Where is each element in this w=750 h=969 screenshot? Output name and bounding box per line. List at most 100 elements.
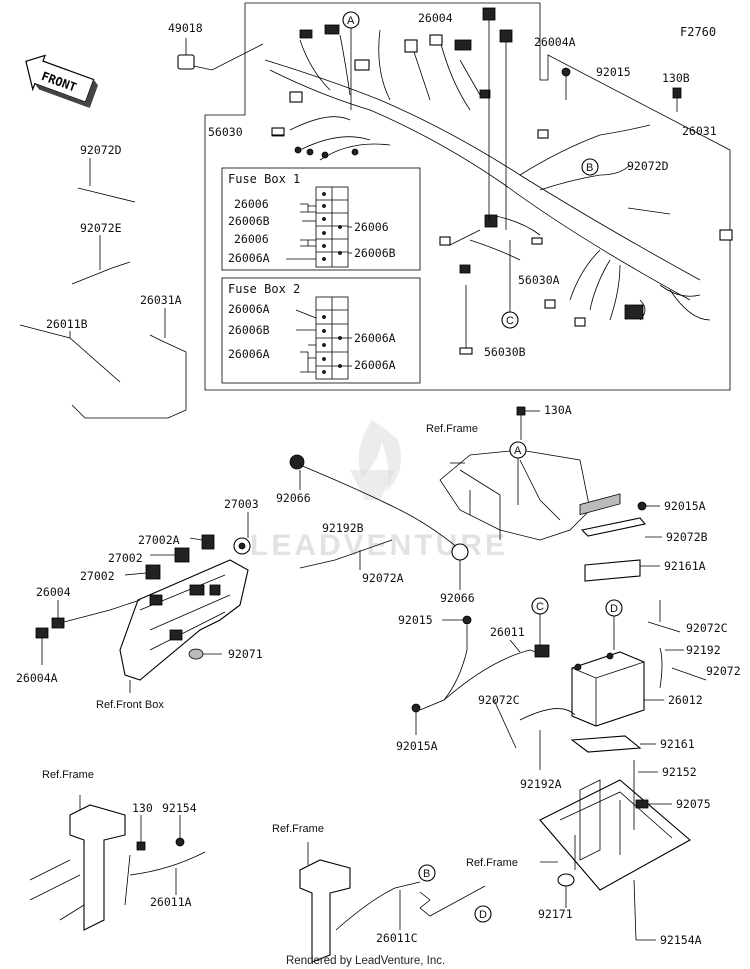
tie-92072D-left	[77, 187, 136, 203]
grommet-92066-top	[289, 454, 305, 470]
front-arrow: FRONT	[25, 54, 98, 108]
fb1-left-3: 26006A	[228, 251, 270, 265]
tag-56030A	[531, 237, 543, 245]
fb2-right-1: 26006A	[354, 358, 396, 372]
fuse-box-1: Fuse Box 1 26006 26006B 26006 26006A 260…	[221, 167, 421, 271]
bolt-130A	[516, 406, 526, 416]
label-92171: 92171	[538, 907, 573, 921]
label-27002A: 27002A	[138, 533, 180, 547]
callout-d-lower-label: D	[479, 909, 487, 921]
label-26004-left: 26004	[36, 585, 71, 599]
fb1-left-1: 26006B	[228, 214, 270, 228]
label-92192B: 92192B	[322, 521, 364, 535]
label-92072B: 92072B	[666, 530, 708, 544]
tie-92072D-right	[627, 207, 671, 215]
label-26031: 26031	[682, 124, 717, 138]
label-92071: 92071	[228, 647, 263, 661]
label-56030: 56030	[208, 125, 243, 139]
label-92154A: 92154A	[660, 933, 702, 947]
tie-92072C-mid	[493, 699, 517, 749]
label-26031A: 26031A	[140, 293, 182, 307]
tube-92192A	[519, 708, 576, 721]
clamp-92171	[557, 873, 575, 887]
watermark-text: LEADVENTURE	[250, 529, 508, 562]
label-92072C-right: 92072C	[686, 621, 728, 635]
label-26011B: 26011B	[46, 317, 88, 331]
tube-92192	[659, 647, 663, 689]
fb1-left-0: 26006	[234, 197, 269, 211]
fuse-box-2-title: Fuse Box 2	[228, 282, 300, 296]
label-26012: 26012	[668, 693, 703, 707]
relay-27002A	[201, 534, 215, 550]
label-92072: 92072	[706, 664, 741, 678]
callout-d-lower	[474, 905, 492, 923]
label-130B: 130B	[662, 71, 690, 85]
diagram-code: F2760	[680, 25, 716, 39]
callout-c-top-label: C	[506, 315, 514, 327]
footer-credit: Rendered by LeadVenture, Inc.	[286, 955, 445, 967]
label-27002-b: 27002	[80, 569, 115, 583]
tie-92072C-right	[647, 621, 681, 633]
callout-b-top-label: B	[586, 162, 593, 174]
connector-49018	[177, 54, 195, 70]
clamp-26011	[534, 644, 550, 658]
bolt-130B	[672, 87, 682, 99]
label-92161A: 92161A	[664, 559, 706, 573]
label-26004A-left: 26004A	[16, 671, 58, 685]
pad-92161A	[584, 559, 641, 582]
label-27002-a: 27002	[108, 551, 143, 565]
label-92015-mid: 92015	[398, 613, 433, 627]
fuse-box-2: Fuse Box 2 26006A 26006B 26006A 26006A 2…	[221, 277, 421, 384]
fb2-left-0: 26006A	[228, 302, 270, 316]
label-ref-front-box: Ref.Front Box	[96, 699, 164, 711]
fb1-left-2: 26006	[234, 232, 269, 246]
label-130A: 130A	[544, 403, 572, 417]
bracket-92072B	[580, 517, 647, 537]
frame-center	[439, 449, 591, 541]
label-92072E: 92072E	[80, 221, 122, 235]
tag-56030	[271, 127, 285, 136]
tie-92072E	[71, 261, 131, 285]
label-92075: 92075	[676, 797, 711, 811]
label-92072A: 92072A	[362, 571, 404, 585]
fb2-right-0: 26006A	[354, 331, 396, 345]
bolt-130	[136, 841, 146, 851]
label-92161: 92161	[660, 737, 695, 751]
label-26011A: 26011A	[150, 895, 192, 909]
cable-26011C	[335, 881, 421, 931]
pad-92161	[570, 735, 642, 753]
cable-26031A	[71, 334, 187, 419]
fb1-right-1: 26006B	[354, 246, 396, 260]
fb1-right-0: 26006	[354, 220, 389, 234]
label-26011C: 26011C	[376, 931, 418, 945]
bolt-92015-mid	[462, 615, 472, 625]
label-ref-frame-lower-mid: Ref.Frame	[272, 823, 324, 835]
callout-c-battery-label: C	[536, 601, 544, 613]
cable-26011A	[124, 851, 206, 906]
callout-b-lower-label: B	[423, 868, 430, 880]
bolt-92154	[175, 837, 185, 847]
label-92015-top: 92015	[596, 65, 631, 79]
label-ref-frame-lower-right: Ref.Frame	[466, 857, 518, 869]
callout-d-battery-label: D	[610, 603, 618, 615]
tie-92072	[671, 667, 707, 681]
label-26004A-top: 26004A	[534, 35, 576, 49]
tube-92192B	[299, 464, 459, 549]
label-92015A-right: 92015A	[664, 499, 706, 513]
cable-26011	[443, 649, 546, 701]
cable-26011-left	[419, 625, 468, 711]
label-92192A: 92192A	[520, 777, 562, 791]
relay-27002-a	[174, 547, 190, 563]
label-92015A-mid: 92015A	[396, 739, 438, 753]
label-92192: 92192	[686, 643, 721, 657]
label-56030B: 56030B	[484, 345, 526, 359]
battery-26012	[571, 493, 645, 727]
front-box	[119, 559, 249, 681]
fb2-left-2: 26006A	[228, 347, 270, 361]
connector-26004-left	[51, 617, 65, 629]
label-92066-top: 92066	[276, 491, 311, 505]
grommet-92071	[188, 648, 204, 660]
label-92072D-left: 92072D	[80, 143, 122, 157]
bolt-92015A-right	[637, 501, 647, 511]
